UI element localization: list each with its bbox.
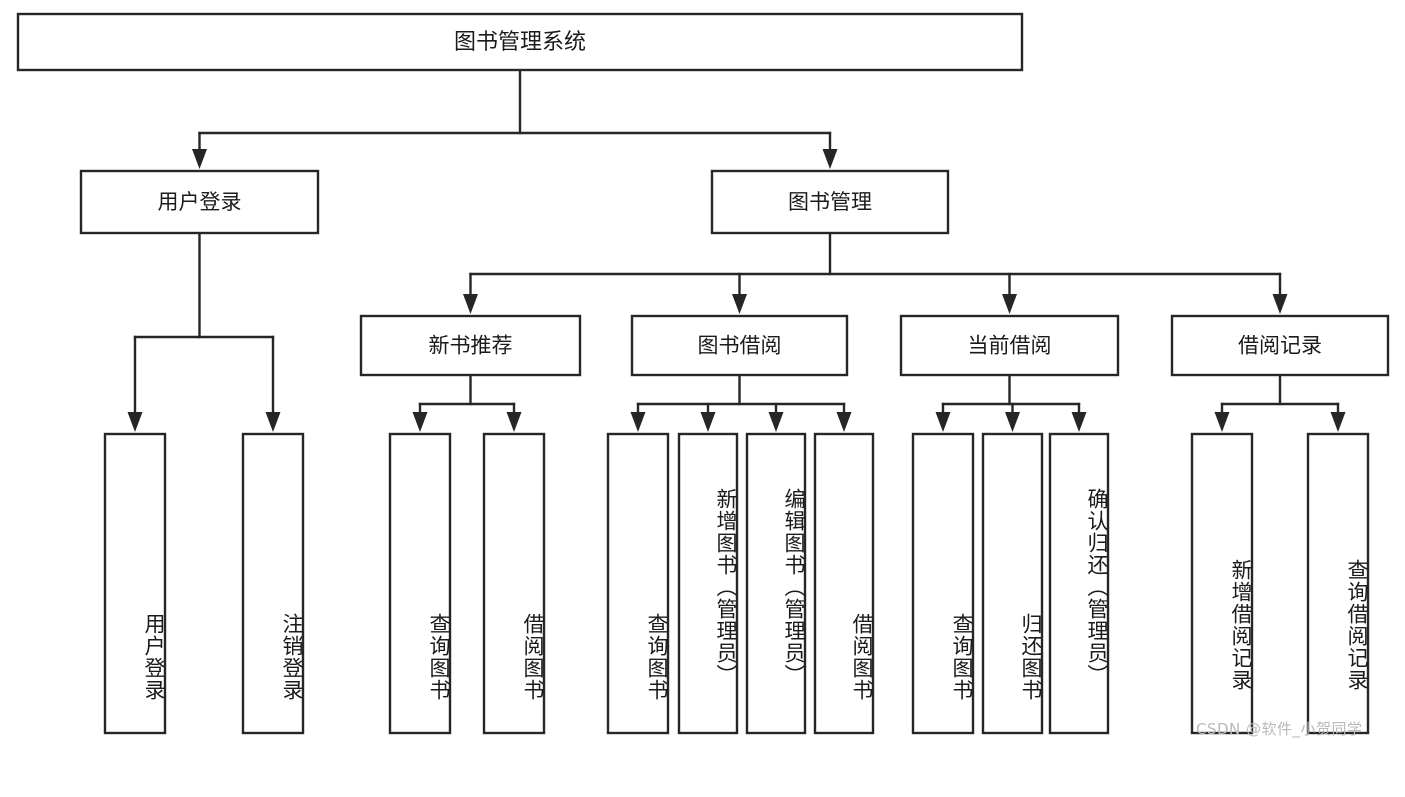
leaf-box[interactable]: [103, 432, 167, 735]
boxes-layer: [16, 12, 1390, 735]
arrow-head-icon: [412, 412, 428, 432]
arrow-head-icon: [127, 412, 143, 432]
leaf-box[interactable]: [677, 432, 739, 735]
root-node-box[interactable]: [16, 12, 1024, 72]
arrow-head-icon: [935, 412, 951, 432]
arrow-head-icon: [630, 412, 646, 432]
leaf-box[interactable]: [482, 432, 546, 735]
leaf-box[interactable]: [388, 432, 452, 735]
level3-node-current-borrow-label: 当前借阅: [968, 334, 1052, 358]
arrow-head-icon: [1214, 412, 1230, 432]
level3-node-borrow-record-box[interactable]: [1170, 314, 1390, 377]
csdn-watermark: CSDN @软件_小贺同学: [1196, 720, 1363, 738]
level3-node-new-book-recommend-box[interactable]: [359, 314, 582, 377]
level3-node-new-book-recommend-label: 新书推荐: [429, 334, 513, 358]
arrow-head-icon: [1071, 412, 1087, 432]
level3-node-current-borrow-box[interactable]: [899, 314, 1120, 377]
level3-node-book-borrow-label: 图书借阅: [698, 334, 782, 358]
level2-node-book-management-box[interactable]: [710, 169, 950, 235]
leaf-box[interactable]: [911, 432, 975, 735]
arrow-head-icon: [836, 412, 852, 432]
leaf-box[interactable]: [1190, 432, 1254, 735]
arrow-head-icon: [1272, 294, 1288, 314]
arrow-head-icon: [506, 412, 522, 432]
connectors-layer: [127, 68, 1346, 432]
arrow-head-icon: [768, 412, 784, 432]
level3-node-book-borrow-box[interactable]: [630, 314, 849, 377]
arrow-head-icon: [265, 412, 281, 432]
level2-node-user-login-label: 用户登录: [158, 190, 242, 214]
level2-node-book-management-label: 图书管理: [788, 190, 872, 214]
arrow-head-icon: [463, 294, 478, 314]
arrow-head-icon: [1002, 294, 1017, 314]
leaf-box[interactable]: [981, 432, 1044, 735]
diagram-canvas: 图书管理系统用户登录图书管理新书推荐图书借阅当前借阅借阅记录 用户登录注销登录查…: [16, 12, 1390, 738]
leaf-box[interactable]: [241, 432, 305, 735]
leaf-box[interactable]: [606, 432, 670, 735]
arrow-head-icon: [192, 149, 207, 169]
leaf-box[interactable]: [1048, 432, 1110, 735]
arrow-head-icon: [822, 149, 838, 169]
leaf-box[interactable]: [813, 432, 875, 735]
leaf-box[interactable]: [1306, 432, 1370, 735]
leaf-box[interactable]: [745, 432, 807, 735]
arrow-head-icon: [700, 412, 716, 432]
arrow-head-icon: [1005, 412, 1020, 432]
arrow-head-icon: [732, 294, 747, 314]
root-node-label: 图书管理系统: [454, 30, 586, 55]
level3-node-borrow-record-label: 借阅记录: [1238, 334, 1322, 358]
level2-node-user-login-box[interactable]: [79, 169, 320, 235]
arrow-head-icon: [1330, 412, 1346, 432]
